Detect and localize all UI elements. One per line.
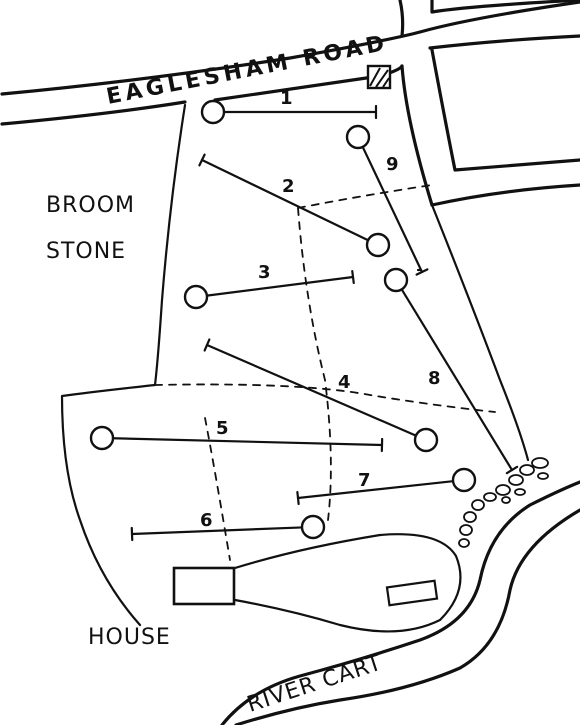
hole-7-fairway-line [296,480,455,500]
course-boundary [60,103,530,627]
road-building [366,64,392,90]
hole-6 [130,514,326,542]
eaglesham-road-label: EAGLESHAM ROAD [104,31,390,110]
hole-6-tee-marker [300,514,326,540]
hole-4-pin-marker [203,338,211,352]
holes-layer [89,99,519,542]
broom-label: BROOM [46,193,135,218]
hole-8-pin-marker [505,465,519,475]
hole-number-8: 8 [428,368,441,389]
river-stones [458,457,549,548]
hole-3-pin-marker [351,269,355,285]
hole-number-7: 7 [358,470,371,491]
hole-8 [383,267,519,475]
hole-number-9: 9 [386,154,399,175]
hole-7 [296,467,477,506]
stone-label: STONE [46,239,126,264]
hole-9-pin-marker [415,268,429,276]
hole-9-fairway-line [361,145,424,274]
hole-5 [89,425,384,453]
hole-4-fairway-line [205,343,418,437]
dashed-paths [154,184,496,561]
house-building [172,566,236,606]
house-grounds [172,533,462,633]
hole-2-fairway-line [200,158,370,242]
hole-3 [183,269,355,310]
hole-4 [203,338,439,453]
hole-5-tee-marker [89,425,115,451]
eaglesham-road [0,0,580,126]
hole-number-1: 1 [280,88,293,109]
outbuilding [385,579,439,607]
hole-number-2: 2 [282,176,295,197]
house-label: HOUSE [88,625,171,650]
hole-9-tee-marker [345,124,371,150]
hole-1 [200,99,378,125]
hole-2-tee-marker [365,232,391,258]
hole-4-tee-marker [413,427,439,453]
hole-8-tee-marker [383,267,409,293]
hole-2 [198,153,391,258]
hole-number-5: 5 [216,418,229,439]
river-cart [220,480,580,725]
hole-2-pin-marker [198,153,206,167]
hole-8-fairway-line [400,288,514,472]
hole-9 [345,124,429,276]
hole-5-fairway-line [111,437,384,447]
hole-6-fairway-line [130,526,304,536]
river-label: RIVER CART [244,650,385,717]
hole-number-6: 6 [200,510,213,531]
hole-7-pin-marker [296,490,300,506]
hole-1-tee-marker [200,99,226,125]
hole-7-tee-marker [451,467,477,493]
hole-number-4: 4 [338,372,351,393]
hole-3-tee-marker [183,284,209,310]
hole-number-3: 3 [258,262,271,283]
hole-3-fairway-line [205,275,355,297]
